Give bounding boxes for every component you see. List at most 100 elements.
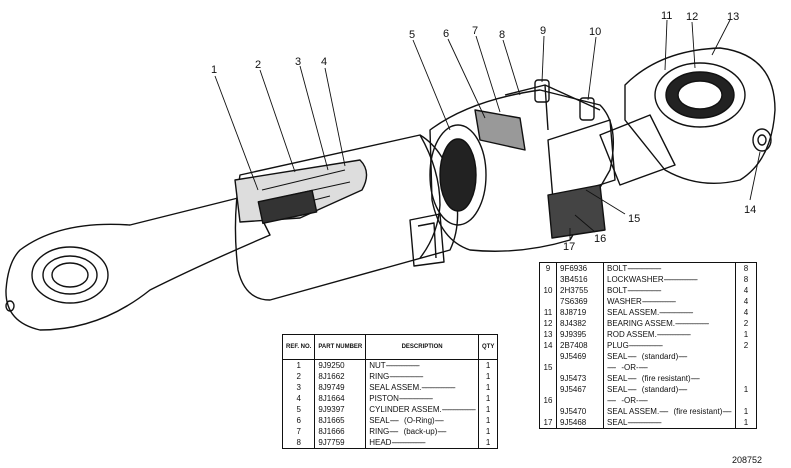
quantity: 1 [485,416,491,425]
part-number: 9J7759 [314,437,367,449]
leader-dots: -------------------- [675,319,709,328]
leader-dots: ----- [389,416,399,425]
leader-dots: -------------------- [441,405,476,414]
part-number: 8J1662 [314,371,367,382]
table-row: 16------OR------ [539,395,757,406]
description-text: BEARING ASSEM. [607,319,676,328]
leader-dots: ----- [690,374,700,383]
header-part-number: PART NUMBER [314,334,367,360]
callout-14: 14 [744,204,756,216]
leader-dots: -------------------- [398,394,433,403]
description-note: (fire resistant) [673,407,723,416]
description-text: SEAL [607,385,628,394]
callout-15: 15 [628,213,640,225]
description: SEAL-------------------- [603,417,736,429]
quantity: 1 [485,405,491,414]
description: SEAL ASSEM.-------------------- [603,307,736,318]
callout-3: 3 [295,56,301,68]
leader-dots: ----- [638,363,648,372]
leader-dots: ----- [437,427,446,436]
part-number: 9J9395 [556,329,604,340]
leader-dots: -------------------- [627,286,661,295]
ref-number [539,296,557,307]
part-number: 8J9749 [314,382,367,393]
rod-end-eye-right [624,47,776,185]
quantity: 1 [485,383,491,392]
ref-number: 16 [539,395,557,406]
description-text: SEAL [369,416,390,425]
description: BOLT-------------------- [603,285,736,296]
ref-number: 5 [282,404,316,415]
callout-8: 8 [499,29,505,41]
description: SEAL-----(standard)----- [603,351,736,362]
callout-1: 1 [211,64,217,76]
description: RING-------------------- [365,371,479,382]
description: SEAL-----(standard)----- [603,384,736,395]
callout-12: 12 [686,11,698,23]
quantity: 8 [743,275,749,284]
leader-dots: ----- [627,374,636,383]
leader-dots: ----- [659,407,668,416]
leader-dots: -------------------- [389,372,423,381]
leader-dots: -------------------- [627,264,661,273]
description: HEAD-------------------- [365,437,479,449]
description-text: PISTON [369,394,399,403]
quantity [736,395,757,406]
leader-dots: ----- [607,363,616,372]
part-number: 8J4382 [556,318,604,329]
ref-number: 15 [539,362,557,373]
callout-7: 7 [472,25,478,37]
quantity: 4 [743,286,749,295]
leader-dots: -------------------- [421,383,455,392]
quantity [736,362,757,373]
quantity [736,351,757,362]
part-number: 9F6936 [556,262,604,274]
description: SEAL ASSEM.-------------------- [365,382,479,393]
quantity: 1 [743,407,749,416]
description-note: (standard) [641,352,679,361]
ref-number [539,406,557,417]
part-number: 8J8719 [556,307,604,318]
header-ref-no: REF. NO. [282,334,316,360]
description-text: SEAL ASSEM. [607,308,660,317]
leader-dots: -------------------- [628,341,663,350]
description-text: BOLT [607,286,628,295]
quantity: 1 [743,418,749,427]
drawing-number: 208752 [732,455,763,465]
quantity: 1 [743,330,749,339]
description-text: PLUG [607,341,629,350]
part-number [556,362,604,373]
description-text: LOCKWASHER [607,275,664,284]
description: SEAL-----(O-Ring)----- [365,415,479,426]
callout-5: 5 [409,29,415,41]
callout-2: 2 [255,59,261,71]
ref-number: 14 [539,340,557,351]
part-number: 9J5467 [556,384,604,395]
leader-dots: ----- [607,396,616,405]
leader-dots: -------------------- [627,418,661,427]
leader-dots: -------------------- [659,308,693,317]
description-text: SEAL ASSEM. [607,407,660,416]
ref-number [539,373,557,384]
parts-table-header: REF. NO. PART NUMBER DESCRIPTION QTY [282,334,498,360]
description-note: -OR- [621,396,639,405]
header-qty: QTY [478,334,498,360]
